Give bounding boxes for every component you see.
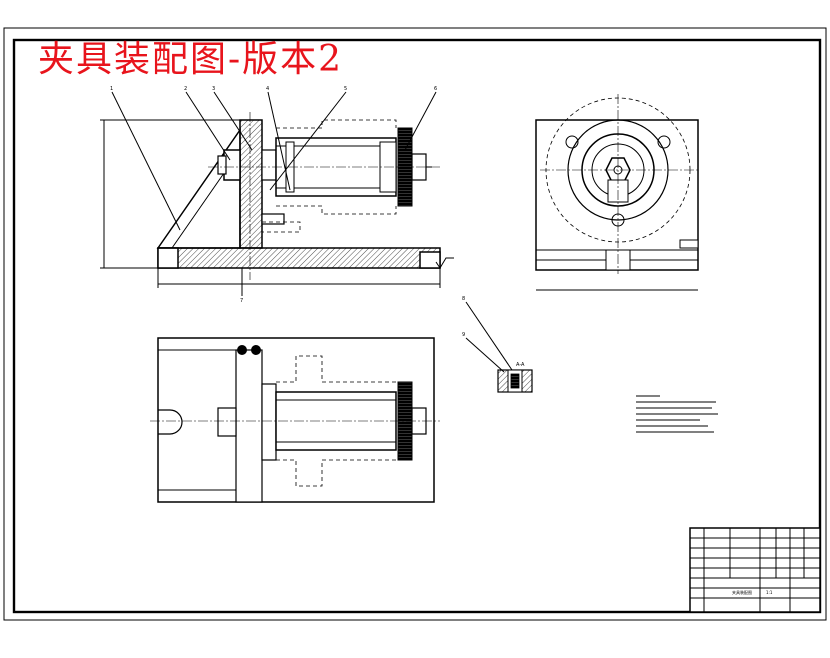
part-number-9: 9 (462, 332, 465, 338)
part-number-2: 2 (184, 86, 187, 92)
part-number-7: 7 (240, 298, 243, 304)
inner-border (12, 38, 822, 614)
part-number-5: 5 (344, 86, 347, 92)
part-number-8: 8 (462, 296, 465, 302)
part-number-6: 6 (434, 86, 437, 92)
section-label: A-A (516, 362, 525, 368)
outer-border (3, 27, 827, 621)
title-block: 夹具装配图 1:1 (689, 527, 821, 613)
title-block-name: 夹具装配图 (732, 589, 752, 595)
section-view: A-A (497, 362, 533, 393)
part-number-4: 4 (266, 86, 269, 92)
part-number-3: 3 (212, 86, 215, 92)
top-view (150, 337, 440, 503)
drawing-title: 夹具装配图-版本2 (38, 39, 344, 80)
side-view (535, 94, 700, 291)
title-block-scale: 1:1 (766, 590, 773, 595)
technical-notes (636, 395, 718, 433)
front-view (100, 112, 454, 288)
part-leaders: 1 2 3 4 5 6 7 8 9 (110, 86, 513, 373)
part-number-1: 1 (110, 86, 113, 92)
